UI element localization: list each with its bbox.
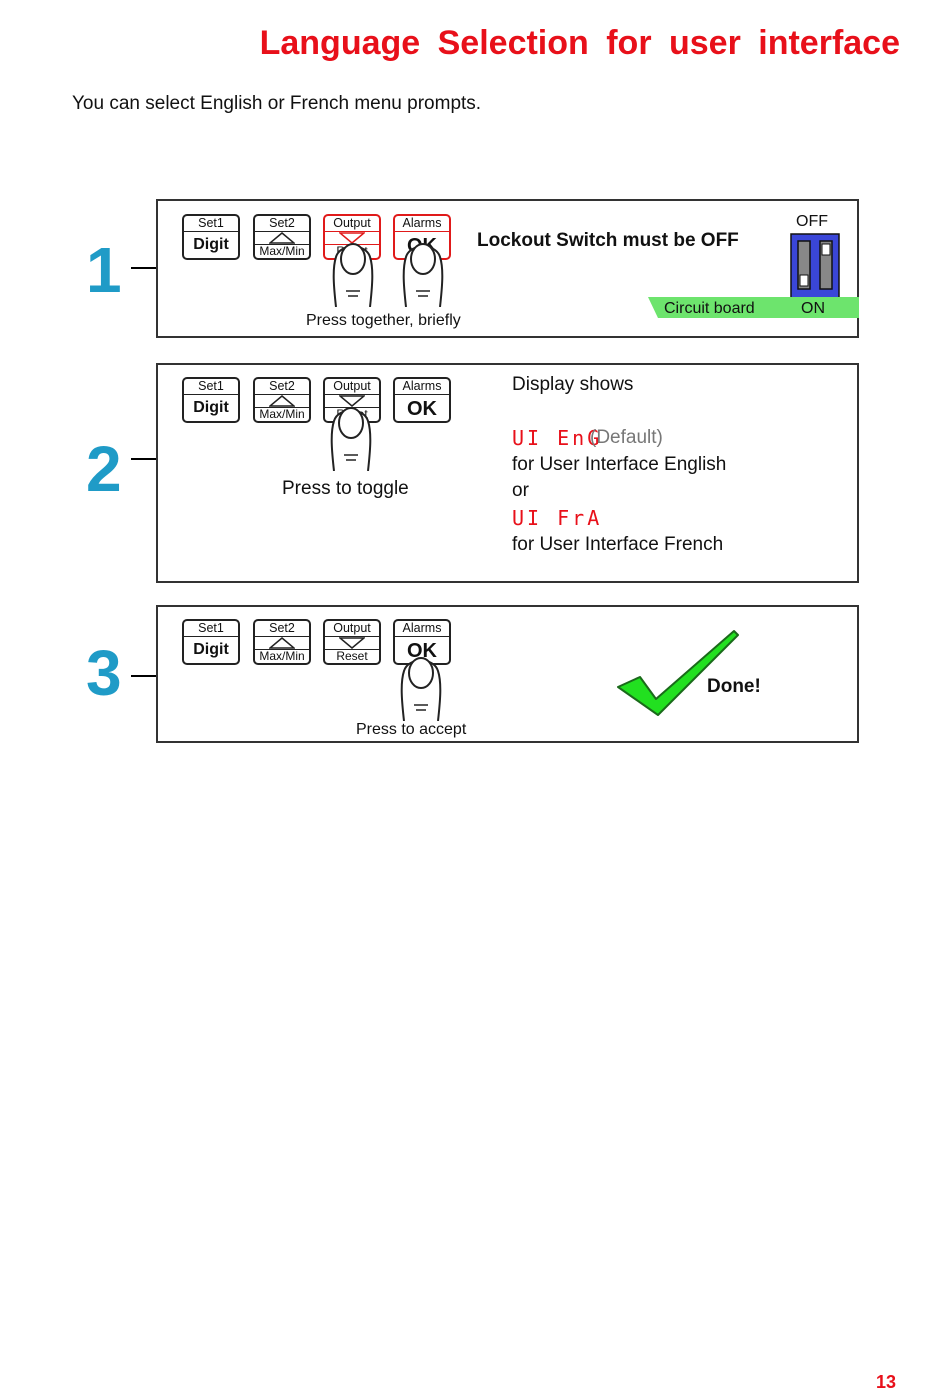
set1-label: Set1	[184, 216, 238, 232]
ok-label: OK	[407, 640, 437, 662]
step-1-connector	[131, 267, 157, 269]
set2-label: Set2	[255, 379, 309, 395]
step-2-caption: Press to toggle	[282, 478, 409, 499]
set1-label: Set1	[184, 621, 238, 637]
circuit-board-shape	[648, 297, 859, 318]
dip-switch-icon	[790, 233, 840, 299]
maxmin-label: Max/Min	[255, 649, 309, 663]
intro-text: You can select English or French menu pr…	[72, 93, 482, 114]
digit-key[interactable]: Set1 Digit	[182, 214, 240, 260]
english-description: for User Interface English	[512, 454, 727, 475]
step-1-number: 1	[86, 234, 122, 306]
page-title: Language Selection for user interface	[259, 24, 900, 62]
reset-label: Reset	[325, 649, 379, 663]
maxmin-key[interactable]: Set2 Max/Min	[253, 377, 311, 423]
digit-key[interactable]: Set1 Digit	[182, 619, 240, 665]
output-label: Output	[325, 216, 379, 232]
set1-label: Set1	[184, 379, 238, 395]
alarms-label: Alarms	[395, 379, 449, 395]
step-2-panel: Set1 Digit Set2 Max/Min Output Reset Ala…	[156, 363, 859, 583]
step-3-connector	[131, 675, 157, 677]
finger-icon	[400, 657, 442, 721]
digit-key[interactable]: Set1 Digit	[182, 377, 240, 423]
output-label: Output	[325, 379, 379, 395]
digit-label: Digit	[193, 399, 229, 416]
step-2-number: 2	[86, 433, 122, 505]
reset-key[interactable]: Output Reset	[323, 619, 381, 665]
switch-off-label: OFF	[796, 213, 828, 230]
down-triangle-icon	[339, 395, 365, 407]
maxmin-key[interactable]: Set2 Max/Min	[253, 214, 311, 260]
alarms-label: Alarms	[395, 621, 449, 637]
up-triangle-icon	[269, 637, 295, 649]
maxmin-key[interactable]: Set2 Max/Min	[253, 619, 311, 665]
output-label: Output	[325, 621, 379, 637]
french-display-code: UI FrA	[512, 506, 603, 530]
maxmin-label: Max/Min	[255, 244, 309, 258]
ok-key[interactable]: Alarms OK	[393, 377, 451, 423]
step-1-caption: Press together, briefly	[306, 312, 461, 329]
finger-icon	[330, 407, 372, 471]
page-number: 13	[875, 1372, 896, 1392]
up-triangle-icon	[269, 232, 295, 244]
french-description: for User Interface French	[512, 534, 724, 555]
switch-on-label: ON	[801, 300, 825, 317]
step-1-panel: Set1 Digit Set2 Max/Min Output Reset Ala…	[156, 199, 859, 338]
step-3-number: 3	[86, 637, 122, 709]
up-triangle-icon	[269, 395, 295, 407]
english-display-code: UI EnG	[512, 426, 603, 450]
set2-label: Set2	[255, 621, 309, 637]
alarms-label: Alarms	[395, 216, 449, 232]
or-text: or	[512, 480, 529, 501]
step-3-panel: Set1 Digit Set2 Max/Min Output Reset Ala…	[156, 605, 859, 743]
digit-label: Digit	[193, 641, 229, 658]
down-triangle-icon	[339, 232, 365, 244]
set2-label: Set2	[255, 216, 309, 232]
lockout-message: Lockout Switch must be OFF	[477, 230, 739, 251]
maxmin-label: Max/Min	[255, 407, 309, 421]
down-triangle-icon	[339, 637, 365, 649]
done-text: Done!	[707, 676, 761, 697]
display-heading: Display shows	[512, 374, 634, 395]
digit-label: Digit	[193, 236, 229, 253]
default-note: (Default)	[590, 427, 663, 448]
finger-icon	[332, 243, 374, 307]
finger-icon	[402, 243, 444, 307]
checkmark-icon	[617, 630, 739, 716]
circuit-board-label: Circuit board	[664, 300, 755, 317]
step-2-connector	[131, 458, 157, 460]
ok-label: OK	[407, 398, 437, 420]
step-3-caption: Press to accept	[356, 721, 467, 738]
